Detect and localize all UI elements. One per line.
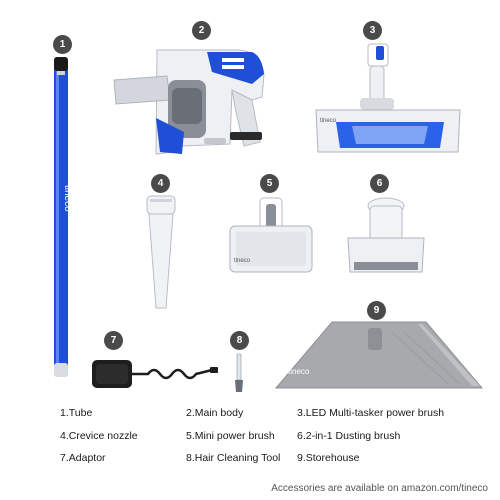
item-number-badge-8: 8 — [230, 331, 249, 350]
item-number-badge-6: 6 — [370, 174, 389, 193]
crevice-nozzle-image — [146, 195, 176, 309]
item-number-badge-3: 3 — [363, 21, 382, 40]
label-dusting-brush: 6.2-in-1 Dusting brush — [297, 430, 401, 442]
storehouse-image: tineco — [274, 321, 484, 389]
item-number-badge-4: 4 — [151, 174, 170, 193]
label-hair-cleaning-tool: 8.Hair Cleaning Tool — [186, 452, 281, 464]
adaptor-image — [92, 360, 218, 388]
label-crevice-nozzle: 4.Crevice nozzle — [60, 430, 138, 442]
dusting-brush-image — [347, 197, 425, 273]
power-brush-brand-text: tineco — [320, 118, 337, 124]
item-number-badge-9: 9 — [367, 301, 386, 320]
label-mini-power-brush: 5.Mini power brush — [186, 430, 275, 442]
hair-cleaning-tool-image — [235, 353, 243, 392]
mini-power-brush-image: tineco — [229, 197, 313, 273]
label-tube: 1.Tube — [60, 407, 93, 419]
storehouse-brand-text: tineco — [288, 367, 310, 376]
item-number-badge-2: 2 — [192, 21, 211, 40]
label-main-body: 2.Main body — [186, 407, 244, 419]
mini-brush-brand-text: tineco — [234, 258, 251, 264]
footer-note: Accessories are available on amazon.com/… — [271, 483, 488, 494]
led-power-brush-image: tineco — [315, 43, 461, 153]
main-body-image — [113, 49, 265, 155]
tube-brand-text: tineco — [62, 185, 73, 212]
label-storehouse: 9.Storehouse — [297, 452, 360, 464]
tube-image: tineco — [54, 57, 73, 377]
item-number-badge-5: 5 — [260, 174, 279, 193]
item-number-badge-7: 7 — [104, 331, 123, 350]
label-adaptor: 7.Adaptor — [60, 452, 106, 464]
label-led-power-brush: 3.LED Multi-tasker power brush — [297, 407, 445, 419]
item-number-badge-1: 1 — [53, 35, 72, 54]
